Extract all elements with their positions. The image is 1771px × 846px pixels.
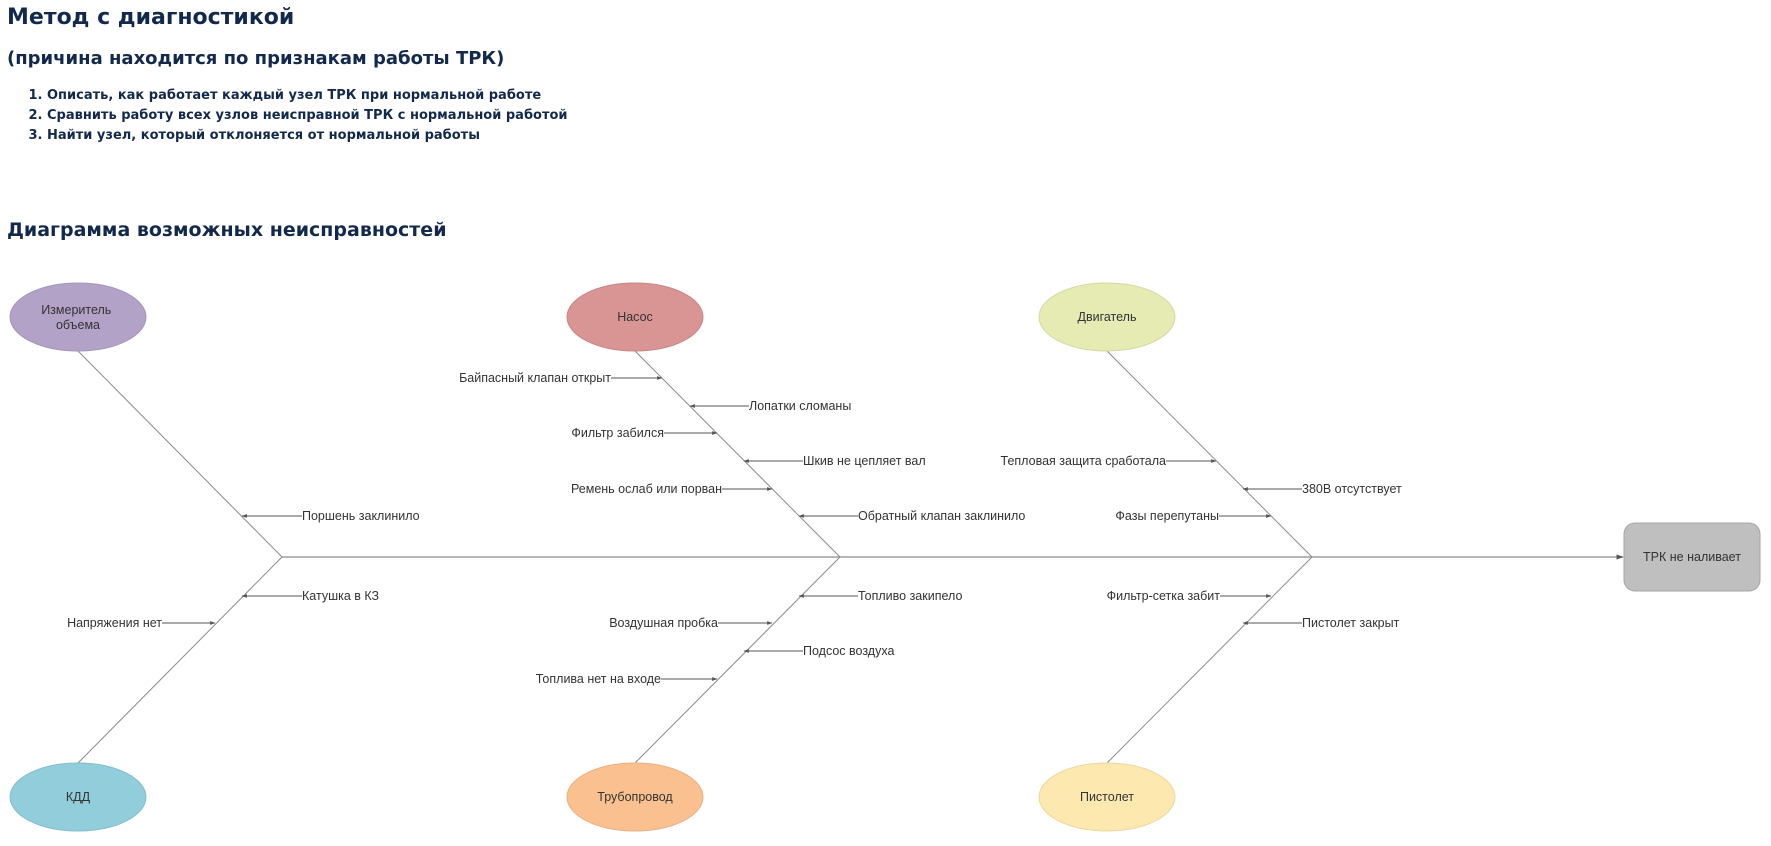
diagram-title: Диаграмма возможных неисправностей: [7, 219, 447, 241]
cause-arrow: Лопатки сломаны: [689, 399, 851, 413]
category-gun: Пистолет: [1038, 762, 1176, 832]
bone-motor: [1106, 350, 1313, 558]
cause-arrow: Ремень ослаб или порван: [571, 482, 773, 496]
category-pipeline: Трубопровод: [566, 762, 704, 832]
cause-label: Байпасный клапан открыт: [459, 371, 611, 385]
bone-kdd: [77, 556, 283, 764]
step-item: Описать, как работает каждый узел ТРК пр…: [47, 86, 568, 106]
category-kdd: КДД: [9, 762, 147, 832]
cause-arrow: 380В отсутствует: [1242, 482, 1402, 496]
effect-box: ТРК не наливает: [1623, 522, 1761, 592]
category-meter-label-line-2: объема: [56, 318, 100, 332]
bone-meter: [77, 350, 283, 558]
cause-label: Фильтр забился: [571, 426, 664, 440]
category-pipeline-node: [566, 762, 704, 832]
cause-label: Поршень заклинило: [302, 509, 420, 523]
cause-label: Шкив не цепляет вал: [803, 454, 926, 468]
causes-pump: Байпасный клапан открыт Лопатки сломаны …: [459, 371, 1025, 523]
cause-label: Топлива нет на входе: [536, 672, 661, 686]
category-pump-node: [566, 282, 704, 352]
category-kdd-node: [9, 762, 147, 832]
cause-arrow: Топливо закипело: [798, 589, 962, 603]
category-motor-node: [1038, 282, 1176, 352]
cause-arrow: Подсос воздуха: [743, 644, 894, 658]
cause-arrow: Поршень заклинило: [241, 509, 420, 523]
causes-gun: Фильтр-сетка забит Пистолет закрыт: [1107, 589, 1400, 630]
cause-label: Катушка в КЗ: [302, 589, 379, 603]
cause-arrow: Байпасный клапан открыт: [459, 371, 663, 385]
cause-arrow: Напряжения нет: [67, 616, 216, 630]
category-meter-node: [9, 282, 147, 352]
cause-label: Напряжения нет: [67, 616, 162, 630]
cause-label: Фазы перепутаны: [1115, 509, 1219, 523]
page-title: Метод с диагностикой: [7, 5, 295, 30]
category-pump: Насос: [566, 282, 704, 352]
cause-arrow: Шкив не цепляет вал: [743, 454, 926, 468]
causes-meter: Поршень заклинило: [241, 509, 420, 523]
causes-kdd: Катушка в КЗ Напряжения нет: [67, 589, 379, 630]
cause-label: Фильтр-сетка забит: [1107, 589, 1221, 603]
cause-label: Воздушная пробка: [609, 616, 718, 630]
cause-label: 380В отсутствует: [1302, 482, 1402, 496]
category-meter: Измеритель объема: [9, 282, 147, 352]
cause-arrow: Воздушная пробка: [609, 616, 773, 630]
cause-arrow: Топлива нет на входе: [536, 672, 718, 686]
bone-pump: [634, 350, 841, 558]
cause-arrow: Фильтр забился: [571, 426, 718, 440]
cause-label: Топливо закипело: [858, 589, 962, 603]
bone-gun: [1106, 556, 1313, 764]
page-subtitle: (причина находится по признакам работы Т…: [7, 48, 505, 69]
step-item: Сравнить работу всех узлов неисправной Т…: [47, 106, 568, 126]
cause-arrow: Фазы перепутаны: [1115, 509, 1272, 523]
steps-list: Описать, как работает каждый узел ТРК пр…: [27, 86, 568, 146]
cause-label: Ремень ослаб или порван: [571, 482, 722, 496]
category-meter-label-line-1: Измеритель: [41, 303, 111, 317]
cause-arrow: Обратный клапан заклинило: [798, 509, 1025, 523]
category-gun-node: [1038, 762, 1176, 832]
category-pipeline-label: Трубопровод: [597, 790, 673, 804]
category-kdd-label: КДД: [66, 790, 91, 804]
cause-label: Обратный клапан заклинило: [858, 509, 1025, 523]
bone-pipeline: [634, 556, 841, 764]
cause-label: Пистолет закрыт: [1302, 616, 1400, 630]
causes-motor: Тепловая защита сработала 380В отсутству…: [1001, 454, 1402, 523]
category-motor: Двигатель: [1038, 282, 1176, 352]
cause-arrow: Фильтр-сетка забит: [1107, 589, 1272, 603]
effect-box-rect: [1623, 522, 1761, 592]
cause-label: Лопатки сломаны: [749, 399, 851, 413]
category-motor-label: Двигатель: [1078, 310, 1137, 324]
category-pump-label: Насос: [617, 310, 653, 324]
cause-arrow: Пистолет закрыт: [1242, 616, 1400, 630]
cause-arrow: Тепловая защита сработала: [1001, 454, 1217, 468]
step-item: Найти узел, который отклоняется от норма…: [47, 126, 568, 146]
causes-pipeline: Топливо закипело Воздушная пробка Подсос…: [536, 589, 963, 686]
cause-label: Подсос воздуха: [803, 644, 894, 658]
category-meter-label: Измеритель объема: [41, 303, 115, 332]
cause-label: Тепловая защита сработала: [1001, 454, 1167, 468]
category-gun-label: Пистолет: [1080, 790, 1134, 804]
cause-arrow: Катушка в КЗ: [241, 589, 379, 603]
effect-label: ТРК не наливает: [1643, 550, 1741, 564]
